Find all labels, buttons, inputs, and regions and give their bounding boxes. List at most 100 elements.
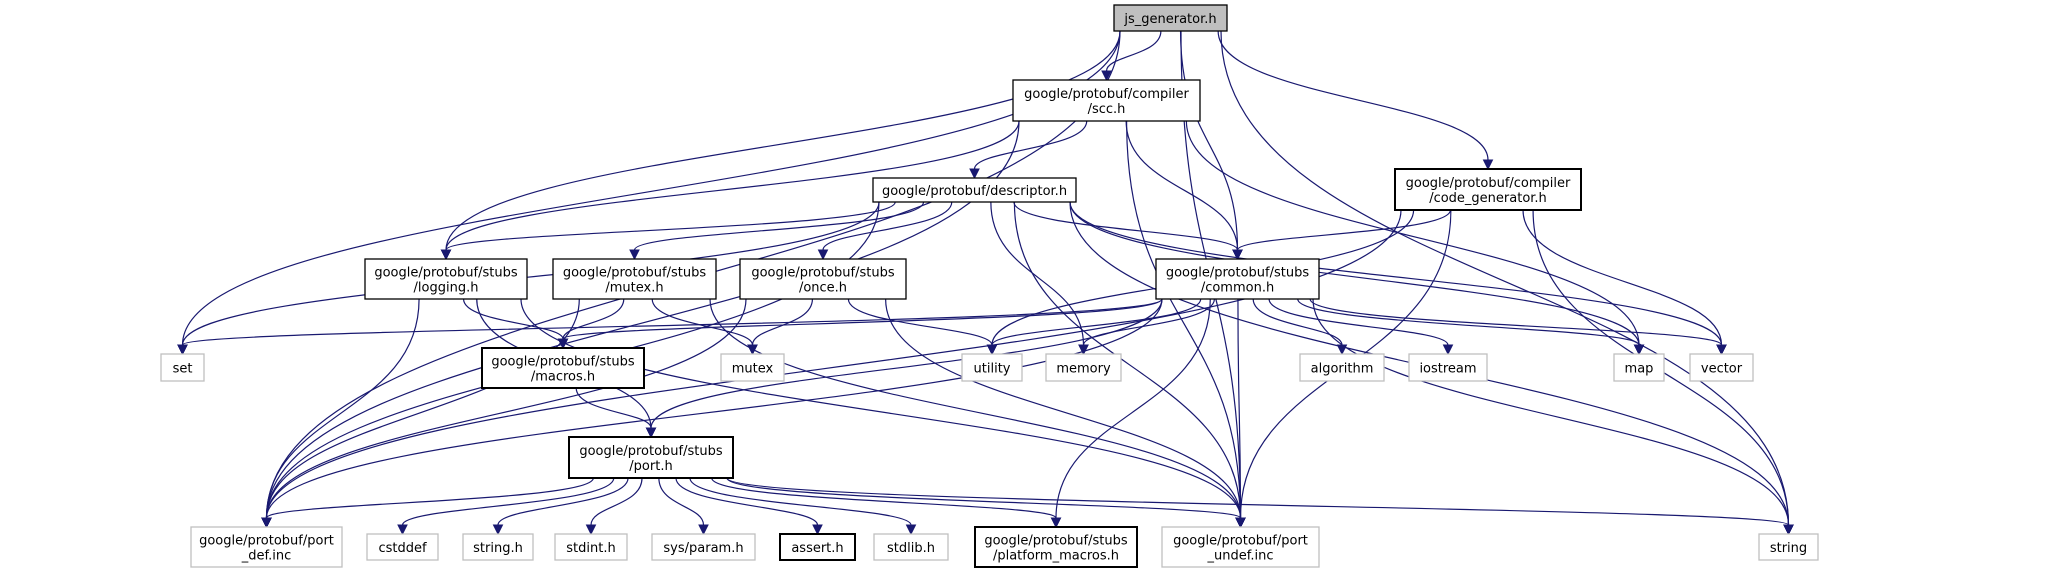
node-macros[interactable]: google/protobuf/stubs/macros.h xyxy=(481,347,645,389)
edge-js_generator-to-code_generator xyxy=(1217,30,1494,171)
node-vector[interactable]: vector xyxy=(1689,353,1754,382)
node-label: /logging.h xyxy=(414,281,479,296)
arrowhead-icon xyxy=(1101,70,1112,82)
node-box xyxy=(1155,258,1320,300)
node-label: algorithm xyxy=(1311,362,1374,377)
edge-mutex_h-to-port_undef xyxy=(709,298,1246,529)
node-label: google/protobuf/compiler xyxy=(1024,87,1189,102)
node-set[interactable]: set xyxy=(160,353,205,382)
node-label: /once.h xyxy=(799,281,847,296)
node-assert[interactable]: assert.h xyxy=(779,533,856,561)
edge-line xyxy=(445,120,1020,251)
edge-mutex_h-to-port_def xyxy=(261,298,580,529)
node-mutex-h[interactable]: google/protobuf/stubs/mutex.h xyxy=(552,258,717,300)
edge-line xyxy=(1268,298,1449,346)
node-label: google/protobuf/stubs xyxy=(751,266,895,281)
node-iostream[interactable]: iostream xyxy=(1408,353,1488,382)
edge-line xyxy=(497,477,629,526)
node-label: string xyxy=(1770,541,1807,556)
edge-line xyxy=(1082,298,1215,346)
edge-line xyxy=(709,298,1242,519)
node-port-def[interactable]: google/protobuf/port_def.inc xyxy=(190,526,343,568)
node-scc[interactable]: google/protobuf/compiler/scc.h xyxy=(1012,79,1201,122)
node-label: google/protobuf/stubs xyxy=(374,266,518,281)
node-stdint[interactable]: stdint.h xyxy=(554,533,628,561)
edge-line xyxy=(445,201,896,251)
edge-descriptor-to-once xyxy=(817,201,953,261)
edge-line xyxy=(445,30,1121,251)
arrowhead-icon xyxy=(1078,344,1089,356)
node-code-generator[interactable]: google/protobuf/compiler/code_generator.… xyxy=(1394,168,1582,211)
node-label: /mutex.h xyxy=(605,281,663,296)
edge-port-to-string xyxy=(726,477,1794,536)
node-utility[interactable]: utility xyxy=(961,353,1023,382)
node-string-h[interactable]: string.h xyxy=(462,533,534,561)
node-label: assert.h xyxy=(791,541,843,556)
edge-line xyxy=(990,201,1085,346)
node-label: mutex xyxy=(732,362,774,377)
edge-line xyxy=(711,477,1057,519)
arrowhead-icon xyxy=(629,249,640,261)
arrowhead-icon xyxy=(585,524,597,536)
edge-line xyxy=(1217,30,1489,161)
node-algorithm[interactable]: algorithm xyxy=(1299,353,1385,382)
node-box xyxy=(739,258,907,300)
node-label: memory xyxy=(1056,362,1111,377)
arrowhead-icon xyxy=(812,524,823,536)
node-js-generator[interactable]: js_generator.h xyxy=(1113,4,1228,32)
node-box xyxy=(974,526,1138,568)
edge-logging-to-macros xyxy=(462,298,569,350)
edge-line xyxy=(1309,298,1723,346)
edge-scc-to-descriptor xyxy=(969,120,1088,180)
node-mutex[interactable]: mutex xyxy=(720,353,785,382)
arrowhead-icon xyxy=(261,517,272,529)
edge-js_generator-to-logging xyxy=(440,30,1121,261)
edge-line xyxy=(650,298,1163,429)
node-label: google/protobuf/stubs xyxy=(579,444,723,459)
node-label: stdint.h xyxy=(566,541,615,556)
edge-line xyxy=(1055,298,1211,519)
edge-code_generator-to-common xyxy=(1232,209,1452,261)
node-label: _undef.inc xyxy=(1207,549,1274,564)
nodes-layer: js_generator.h google/protobuf/compiler/s… xyxy=(160,4,1819,568)
node-label: vector xyxy=(1701,362,1743,377)
node-common[interactable]: google/protobuf/stubs/common.h xyxy=(1155,258,1320,300)
node-label: utility xyxy=(974,362,1011,377)
arrowhead-icon xyxy=(986,344,998,356)
node-label: cstddef xyxy=(378,541,427,556)
node-platform-macros[interactable]: google/protobuf/stubs/platform_macros.h xyxy=(974,526,1138,568)
edge-port-to-cstddef xyxy=(397,477,615,536)
node-once[interactable]: google/protobuf/stubs/once.h xyxy=(739,258,907,300)
node-box xyxy=(1161,526,1320,568)
edge-line xyxy=(847,298,993,346)
node-sysparam[interactable]: sys/param.h xyxy=(651,533,756,561)
node-box xyxy=(872,177,1077,203)
edge-line xyxy=(590,477,643,526)
node-logging[interactable]: google/protobuf/stubs/logging.h xyxy=(364,258,528,300)
edge-common-to-set xyxy=(177,298,1163,356)
node-descriptor[interactable]: google/protobuf/descriptor.h xyxy=(872,177,1077,203)
node-port-undef[interactable]: google/protobuf/port_undef.inc xyxy=(1161,526,1320,568)
edge-port-to-stdlib xyxy=(689,477,917,536)
node-box xyxy=(720,353,785,382)
edge-descriptor-to-memory xyxy=(990,201,1089,356)
node-cstddef[interactable]: cstddef xyxy=(366,533,439,561)
node-box xyxy=(1394,168,1582,211)
node-box xyxy=(160,353,205,382)
node-string[interactable]: string xyxy=(1758,533,1819,561)
node-box xyxy=(552,258,717,300)
arrowhead-icon xyxy=(698,524,709,536)
edge-line xyxy=(651,298,754,346)
node-box xyxy=(1113,4,1228,32)
node-box xyxy=(366,533,439,561)
node-box xyxy=(1045,353,1122,382)
edge-line xyxy=(265,298,420,519)
node-memory[interactable]: memory xyxy=(1045,353,1122,382)
node-stdlib[interactable]: stdlib.h xyxy=(873,533,949,561)
arrowhead-icon xyxy=(1783,524,1794,536)
node-map[interactable]: map xyxy=(1613,353,1665,382)
node-box xyxy=(554,533,628,561)
node-label: google/protobuf/compiler xyxy=(1406,176,1571,191)
node-port[interactable]: google/protobuf/stubs/port.h xyxy=(568,436,734,479)
